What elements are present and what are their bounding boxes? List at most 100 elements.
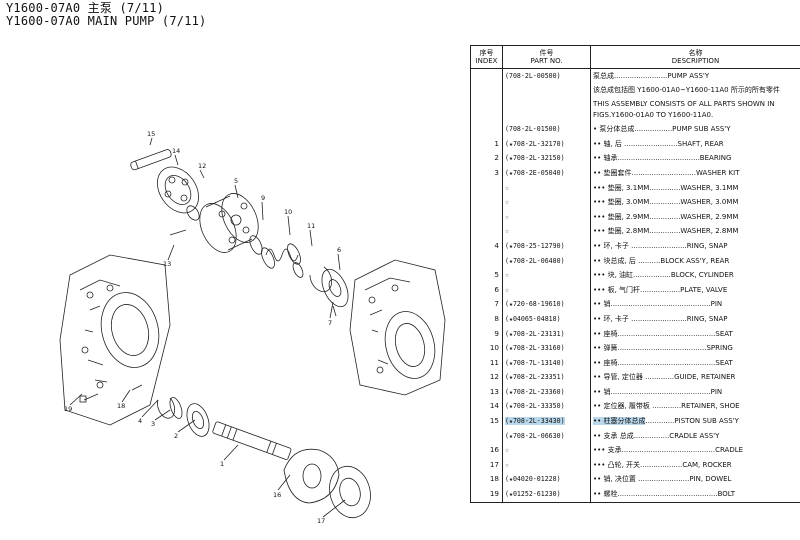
row-index: 4 [470, 238, 503, 254]
callout-6: 6 [337, 246, 341, 254]
row-part-no: ☆ [502, 224, 591, 239]
callout-11: 11 [307, 222, 315, 230]
table-row: 7 (★720-68-19610) •• 销..................… [470, 297, 800, 312]
row-description: •• 销, 决位置 .......................PIN, DO… [590, 472, 800, 488]
row-index: 19 [470, 487, 503, 503]
row-description: ••• 垫圈, 3.1MM..............WASHER, 3.1MM [590, 180, 800, 196]
header-desc-cn: 名称 [688, 49, 703, 57]
table-row: 2 (★708-2L-32150) •• 轴承.................… [470, 151, 800, 166]
row-part-no: (★708-2L-23351) [502, 370, 591, 385]
table-row: ☆ ••• 垫圈, 2.8MM..............WASHER, 2.8… [470, 224, 800, 239]
row-part-no: ☆ [502, 209, 591, 225]
callout-1: 1 [220, 460, 224, 468]
row-part-no: (★708-2L-33430) [502, 414, 591, 429]
row-index: 15 [470, 414, 503, 429]
row-description: ••• 板, 气门杆..................PLATE, VALVE [590, 282, 800, 298]
row-index [470, 195, 503, 210]
table-row: 18 (★04020-01228) •• 销, 决位置 ............… [470, 472, 800, 488]
row-part-no: ☆ [502, 443, 591, 458]
row-part-no: (708-2L-00500) [502, 68, 591, 84]
row-part-no: (★708-25-12790) [502, 238, 591, 254]
row-index [470, 180, 503, 196]
header-part-cn: 件号 [539, 49, 554, 57]
row-index: 16 [470, 443, 503, 458]
row-part-no: (★708-2L-06630) [502, 428, 591, 444]
row-description: •• 座椅...................................… [590, 355, 800, 371]
row-part-no: (★708-2L-32150) [502, 151, 591, 166]
row-part-no: (★708-2E-05040) [502, 165, 591, 181]
callout-13: 13 [163, 260, 171, 268]
table-row-selected[interactable]: 15 (★708-2L-33430) •• 柱塞分体总成............… [470, 414, 800, 429]
row-description: •• 环, 卡子 .........................RING, … [590, 238, 800, 254]
row-description: •• 螺栓...................................… [590, 487, 800, 503]
row-part-no: (★708-2L-23131) [502, 326, 591, 342]
row-description: THIS ASSEMBLY CONSISTS OF ALL PARTS SHOW… [590, 98, 800, 123]
table-row: ☆ ••• 垫圈, 3.1MM..............WASHER, 3.1… [470, 180, 800, 196]
row-description: ••• 块, 油缸.................BLOCK, CYLINDE… [590, 268, 800, 283]
table-row: THIS ASSEMBLY CONSISTS OF ALL PARTS SHOW… [470, 98, 800, 123]
row-part-no: (★708-7L-13140) [502, 355, 591, 371]
table-row: ☆ ••• 垫圈, 3.0MM..............WASHER, 3.0… [470, 195, 800, 210]
callout-17: 17 [317, 517, 325, 525]
selected-desc-en: .............PISTON SUB ASS'Y [645, 417, 739, 426]
selected-desc-cn: •• 柱塞分体总成 [593, 417, 646, 426]
table-row: 8 (★04065-04818) •• 环, 卡子 ..............… [470, 311, 800, 327]
row-index: 2 [470, 151, 503, 166]
row-part-no: (★708-2L-33160) [502, 341, 591, 356]
row-index: 13 [470, 384, 503, 400]
row-index: 3 [470, 165, 503, 181]
callout-15: 15 [147, 130, 155, 138]
page-title: Y1600-07A0 主泵 (7/11) Y1600-07A0 MAIN PUM… [6, 2, 206, 28]
row-index: 6 [470, 282, 503, 298]
row-part-no: (★708-2L-32170) [502, 136, 591, 152]
row-description: ••• 支承..................................… [590, 443, 800, 458]
header-part-no: 件号 PART NO. [502, 45, 591, 69]
table-row: 12 (★708-2L-23351) •• 导管, 定位器 ..........… [470, 370, 800, 385]
row-index: 14 [470, 399, 503, 415]
callout-19: 19 [64, 405, 72, 413]
header-index-en: INDEX [475, 57, 498, 65]
row-description: •• 销....................................… [590, 384, 800, 400]
row-index [470, 68, 503, 84]
row-index: 7 [470, 297, 503, 312]
callout-5: 5 [234, 177, 238, 185]
row-index: 1 [470, 136, 503, 152]
row-part-no: (★708-2L-06480) [502, 253, 591, 269]
header-desc-en: DESCRIPTION [671, 57, 720, 65]
table-row: 16 ☆ ••• 支承.............................… [470, 443, 800, 458]
table-row: 5 ☆ ••• 块, 油缸.................BLOCK, CYL… [470, 268, 800, 283]
row-description: 泵总成........................PUMP ASS'Y [590, 68, 800, 84]
table-row: 4 (★708-25-12790) •• 环, 卡子 .............… [470, 238, 800, 254]
header-description: 名称 DESCRIPTION [590, 45, 800, 69]
table-row: (★708-2L-06630) •• 支承 总成................… [470, 428, 800, 444]
title-en: Y1600-07A0 MAIN PUMP (7/11) [6, 14, 207, 28]
row-index: 12 [470, 370, 503, 385]
row-index [470, 98, 503, 123]
row-part-no: ☆ [502, 180, 591, 196]
row-part-no: (★01252-61230) [502, 487, 591, 503]
table-row: 该总成包括图 Y1600-01A0~Y1600-11A0 所示的所有零件 [470, 83, 800, 99]
row-part-no [502, 83, 591, 99]
row-description: •• 块总成, 后 ..........BLOCK ASS'Y, REAR [590, 253, 800, 269]
callout-10: 10 [284, 208, 292, 216]
row-description: •• 座椅...................................… [590, 326, 800, 342]
row-description: •• 轴承...................................… [590, 151, 800, 166]
row-index [470, 209, 503, 225]
row-index: 11 [470, 355, 503, 371]
row-index: 5 [470, 268, 503, 283]
row-index [470, 122, 503, 137]
row-index: 8 [470, 311, 503, 327]
table-row: (708-2L-01500) • 泵分体总成.................P… [470, 122, 800, 137]
row-part-no: ☆ [502, 268, 591, 283]
row-description: ••• 垫圈, 2.9MM..............WASHER, 2.9MM [590, 209, 800, 225]
row-part-no: (★04020-01228) [502, 472, 591, 488]
callout-18: 18 [117, 402, 125, 410]
row-index: 17 [470, 457, 503, 473]
table-row: 11 (★708-7L-13140) •• 座椅................… [470, 355, 800, 371]
row-description: 该总成包括图 Y1600-01A0~Y1600-11A0 所示的所有零件 [590, 83, 800, 99]
row-description: •• 定位器, 履带板 .............RETAINER, SHOE [590, 399, 800, 415]
table-row: (708-2L-00500) 泵总成......................… [470, 68, 800, 84]
table-row: 9 (★708-2L-23131) •• 座椅.................… [470, 326, 800, 342]
row-part-no: (★720-68-19610) [502, 297, 591, 312]
row-description: •• 垫圈套件.............................WASH… [590, 165, 800, 181]
